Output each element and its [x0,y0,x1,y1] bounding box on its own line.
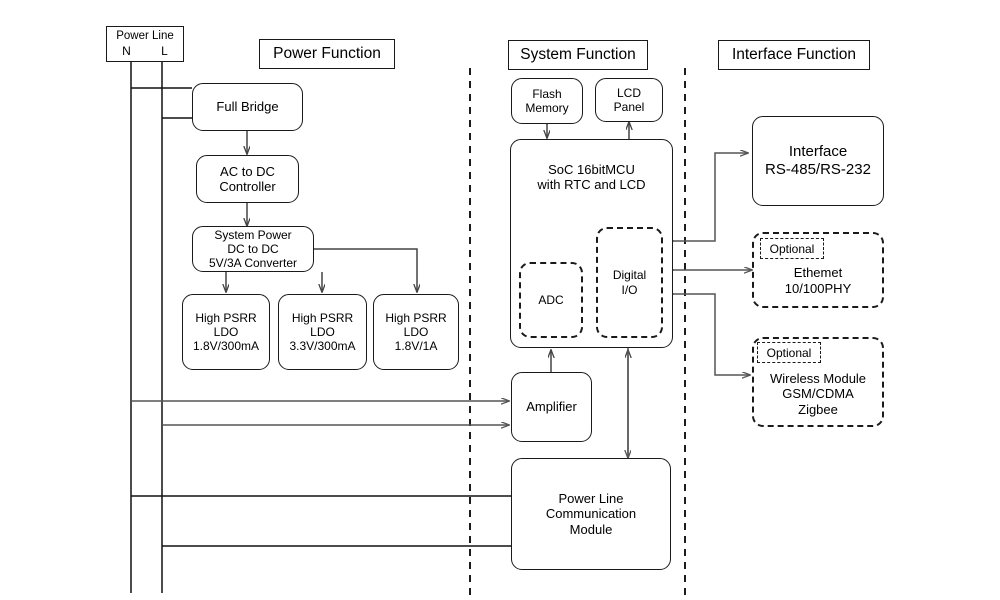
block-flash-memory-line-2: Memory [525,101,569,115]
power-line-box: Power Line N L [106,26,184,62]
block-system-power-converter: System Power DC to DC 5V/3A Converter [192,226,314,272]
wire-digital-io-to-wireless [673,294,750,375]
block-ldo-2-line-2: LDO [310,324,335,339]
block-digital-io-line-2: I/O [621,282,638,297]
block-soc-line-1: SoC 16bitMCU [548,162,635,177]
wire-digital-io-to-interface-rs [673,153,748,241]
header-system-function: System Function [508,40,648,70]
block-full-bridge-line-1: Full Bridge [216,99,279,115]
block-flash-memory-line-1: Flash [532,86,562,101]
block-ldo-1-line-3: 1.8V/300mA [192,339,260,354]
block-ldo-1-line-1: High PSRR [195,310,257,325]
block-lcd-panel-line-1: LCD [616,85,641,100]
block-ethernet: Ethemet 10/100PHY [752,232,884,308]
block-soc-line-2: with RTC and LCD [537,177,646,193]
block-ldo-3-line-3: 1.8V/1A [394,339,438,354]
block-system-power-line-3: 5V/3A Converter [208,256,298,271]
block-system-power-line-1: System Power [214,227,292,242]
power-line-terminals: N L [107,44,183,58]
block-plc-module: Power Line Communication Module [511,458,671,570]
block-ldo-2-line-1: High PSRR [291,310,354,325]
block-ethernet-line-1: Ethemet [793,265,843,281]
block-ldo-2-line-3: 3.3V/300mA [289,339,356,354]
block-soc: SoC 16bitMCU with RTC and LCD [510,139,673,348]
power-line-live-label: L [161,43,168,58]
power-line-title: Power Line [116,30,174,43]
block-ac-to-dc-line-1: AC to DC [220,163,275,179]
header-power-function: Power Function [259,39,395,69]
block-wireless-line-1: Wireless Module [769,371,867,387]
block-ldo-3-line-2: LDO [403,324,429,339]
block-ac-to-dc-line-2: Controller [219,179,276,194]
block-amplifier: Amplifier [511,372,592,442]
block-ldo-3: High PSRR LDO 1.8V/1A [373,294,459,370]
block-plc-line-1: Power Line [558,491,624,506]
block-flash-memory: Flash Memory [511,78,583,124]
block-wireless: Wireless Module GSM/CDMA Zigbee [752,337,884,427]
badge-optional-wireless: Optional [757,342,821,363]
block-digital-io: Digital I/O [596,227,663,338]
badge-optional-ethernet: Optional [760,238,824,259]
block-lcd-panel: LCD Panel [595,78,663,122]
header-interface-function-label: Interface Function [731,45,857,63]
block-adc-line-1: ADC [538,292,564,307]
block-plc-line-2: Communication [545,506,637,522]
block-adc: ADC [519,262,583,338]
block-ldo-1-line-2: LDO [213,324,239,339]
header-interface-function: Interface Function [718,40,870,70]
block-ethernet-line-2: 10/100PHY [784,280,852,296]
block-interface-rs: Interface RS-485/RS-232 [752,116,884,206]
wire-system-power-to-ldo3 [313,248,417,292]
power-line-neutral-label: N [122,43,131,58]
header-system-function-label: System Function [520,45,636,63]
block-interface-rs-line-1: Interface [788,143,848,161]
block-full-bridge: Full Bridge [192,83,303,131]
block-wireless-line-3: Zigbee [798,401,838,417]
block-ldo-1: High PSRR LDO 1.8V/300mA [182,294,270,370]
badge-optional-ethernet-label: Optional [769,241,815,256]
block-ac-to-dc-controller: AC to DC Controller [196,155,299,203]
block-wireless-line-2: GSM/CDMA [782,386,854,402]
block-lcd-panel-line-2: Panel [613,100,645,114]
block-interface-rs-line-2: RS-485/RS-232 [765,161,871,178]
block-plc-line-3: Module [569,521,613,537]
block-amplifier-line-1: Amplifier [526,399,577,415]
block-ldo-3-line-1: High PSRR [385,310,447,325]
block-ldo-2: High PSRR LDO 3.3V/300mA [278,294,367,370]
header-power-function-label: Power Function [273,44,381,62]
block-system-power-line-2: DC to DC [227,241,279,256]
badge-optional-wireless-label: Optional [766,345,812,360]
block-digital-io-line-1: Digital [612,268,647,283]
